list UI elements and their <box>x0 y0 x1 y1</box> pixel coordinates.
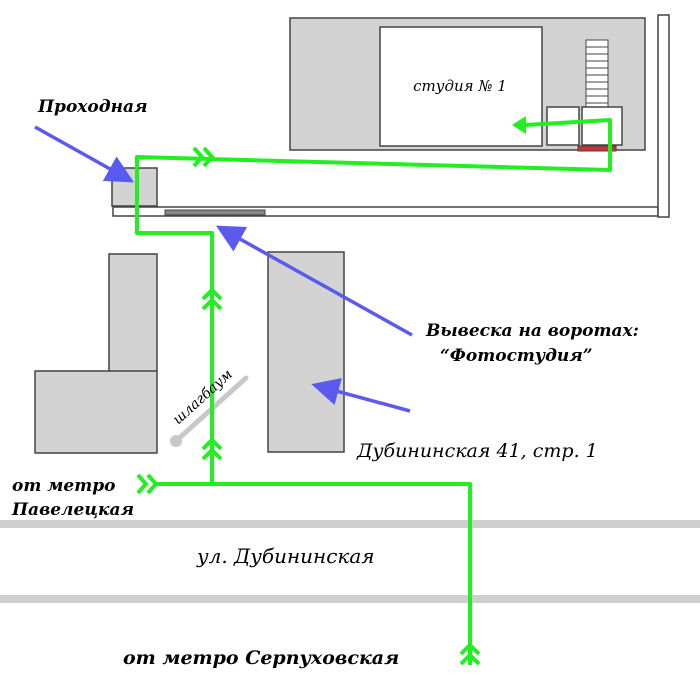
address-label: Дубининская 41, стр. 1 <box>356 440 598 462</box>
left-building <box>34 253 158 454</box>
stair-steps <box>586 46 608 104</box>
double-chevron-icon <box>136 146 481 666</box>
entrance-vestibule-right <box>581 106 623 146</box>
address-building <box>267 251 345 453</box>
route-path <box>135 118 612 665</box>
route-arrowhead-studio <box>512 116 526 134</box>
street-label: ул. Дубининская <box>196 544 375 568</box>
barrier-post <box>170 435 182 447</box>
from-serpukhovskaya-label: от метро Серпуховская <box>123 647 399 669</box>
entrance-vestibule-left <box>546 106 580 146</box>
fence-right <box>657 14 670 218</box>
checkpoint-label: Проходная <box>37 97 148 117</box>
road-edge-top <box>0 520 700 528</box>
studio-label: студия № 1 <box>413 77 507 95</box>
from-paveletskaya-line2: Павелецкая <box>11 500 134 520</box>
sign-label-line1: Вывеска на воротах: <box>425 321 639 341</box>
entrance-door <box>577 145 617 152</box>
arrow-icon <box>34 125 413 413</box>
from-paveletskaya-line1: от метро <box>12 476 115 496</box>
gate-sign-bar <box>164 209 266 216</box>
sign-label-line2: “Фотостудия” <box>440 346 593 366</box>
road-edge-bottom <box>0 595 700 603</box>
